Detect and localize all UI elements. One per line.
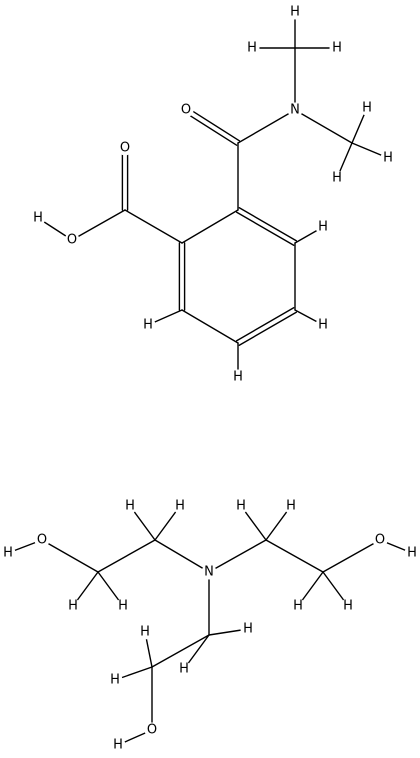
atom-label-o: O <box>181 103 191 118</box>
atom-label-backdrop <box>178 102 194 118</box>
atom-label-h: H <box>383 151 393 166</box>
atom-label-backdrop <box>244 40 260 56</box>
single-bond <box>294 109 353 144</box>
double-bond-line <box>235 211 295 246</box>
atom-label-n: N <box>290 103 300 118</box>
atom-label-backdrop <box>201 564 217 580</box>
atom-label-h: H <box>68 599 78 614</box>
atom-label-n: N <box>204 565 214 580</box>
atom-label-backdrop <box>372 532 388 548</box>
atom-label-h: H <box>343 599 353 614</box>
atom-label-h: H <box>362 101 372 116</box>
atom-label-layer: H H H N O H H H O O H H H H H N O H O H O H H H H H H H H H H H H H <box>0 4 420 753</box>
atom-label-h: H <box>33 211 43 226</box>
atom-label-backdrop <box>137 624 153 640</box>
single-bond <box>237 109 296 144</box>
atom-label-backdrop <box>107 672 123 688</box>
atom-label-h: H <box>318 220 328 235</box>
single-bond <box>322 539 381 573</box>
atom-label-h: H <box>236 499 246 514</box>
atom-label-h: H <box>407 546 417 561</box>
atom-label-h: H <box>125 499 135 514</box>
atom-label-backdrop <box>287 4 303 20</box>
atom-label-backdrop <box>315 317 331 333</box>
atom-label-backdrop <box>64 232 80 248</box>
single-bond <box>181 209 239 244</box>
single-bond <box>181 309 239 344</box>
double-bond-line <box>235 307 295 342</box>
atom-label-o: O <box>37 533 47 548</box>
atom-label-backdrop <box>117 140 133 156</box>
atom-label-backdrop <box>140 317 156 333</box>
single-bond <box>265 539 324 573</box>
atom-label-h: H <box>243 622 253 637</box>
atom-label-backdrop <box>404 545 420 561</box>
double-bond-line <box>238 207 298 242</box>
atom-label-backdrop <box>329 40 345 56</box>
atom-label-backdrop <box>172 498 188 514</box>
atom-label-h: H <box>293 599 303 614</box>
atom-label-h: H <box>290 5 300 20</box>
atom-label-h: H <box>113 738 123 753</box>
single-bond <box>71 209 126 241</box>
atom-label-h: H <box>247 41 257 56</box>
atom-label-backdrop <box>240 621 256 637</box>
atom-label-h: H <box>110 673 120 688</box>
atom-label-backdrop <box>122 498 138 514</box>
atom-label-h: H <box>3 546 13 561</box>
atom-label-o: O <box>147 723 157 738</box>
atom-label-o: O <box>67 233 77 248</box>
atom-label-backdrop <box>65 598 81 614</box>
single-bond <box>208 539 267 573</box>
atom-label-backdrop <box>110 737 126 753</box>
atom-label-h: H <box>332 41 342 56</box>
atom-label-backdrop <box>287 102 303 118</box>
atom-label-backdrop <box>359 100 375 116</box>
atom-label-backdrop <box>30 210 46 226</box>
atom-label-backdrop <box>230 369 246 385</box>
atom-label-h: H <box>143 318 153 333</box>
atom-label-o: O <box>375 533 385 548</box>
single-bond <box>97 539 156 573</box>
atom-label-backdrop <box>176 661 192 677</box>
atom-label-h: H <box>118 599 128 614</box>
atom-label-backdrop <box>380 150 396 166</box>
atom-label-backdrop <box>315 219 331 235</box>
atom-label-h: H <box>318 318 328 333</box>
single-bond <box>154 539 210 573</box>
single-bond <box>124 209 183 244</box>
atom-label-backdrop <box>340 598 356 614</box>
atom-label-backdrop <box>0 545 16 561</box>
atom-label-h: H <box>286 499 296 514</box>
atom-label-backdrop <box>144 722 160 738</box>
double-bond-line <box>238 311 298 346</box>
atom-label-backdrop <box>34 532 50 548</box>
atom-label-backdrop <box>329 170 345 186</box>
single-bond <box>151 634 210 668</box>
atom-label-h: H <box>175 499 185 514</box>
atom-label-h: H <box>140 625 150 640</box>
single-bond <box>41 539 99 573</box>
double-bond-line <box>186 107 241 142</box>
double-bond-line <box>183 111 238 146</box>
bond-layer <box>7 11 413 746</box>
atom-label-h: H <box>179 662 189 677</box>
atom-label-o: O <box>120 141 130 156</box>
atom-label-backdrop <box>283 498 299 514</box>
atom-label-h: H <box>332 171 342 186</box>
atom-label-h: H <box>233 370 243 385</box>
atom-label-backdrop <box>233 498 249 514</box>
atom-label-backdrop <box>115 598 131 614</box>
atom-label-backdrop <box>290 598 306 614</box>
